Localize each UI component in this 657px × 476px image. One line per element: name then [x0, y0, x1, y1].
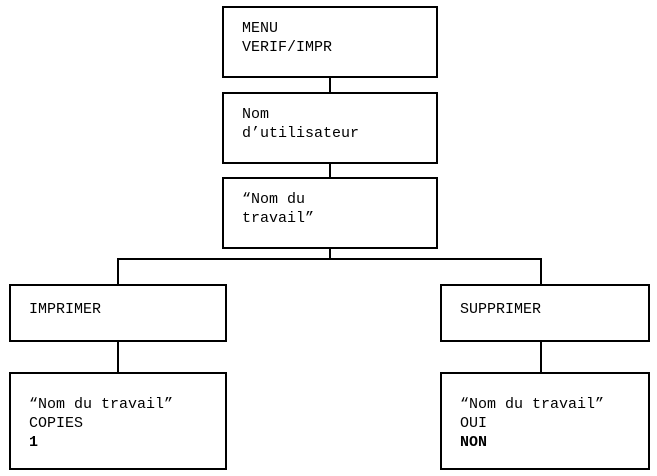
- print-box: IMPRIMER: [9, 284, 227, 342]
- connector-branch-to-print: [117, 258, 119, 284]
- job-name-box: “Nom du travail”: [222, 177, 438, 249]
- print-box-label: IMPRIMER: [29, 301, 102, 318]
- print-detail-box: “Nom du travail” COPIES 1: [9, 372, 227, 470]
- delete-detail-job-name: “Nom du travail”: [460, 396, 605, 413]
- delete-box-label: SUPPRIMER: [460, 301, 542, 318]
- connector-job-to-branch: [329, 249, 331, 259]
- delete-box: SUPPRIMER: [440, 284, 650, 342]
- connector-branch-horizontal: [117, 258, 542, 260]
- user-box-line-1: Nom: [242, 106, 270, 123]
- connector-print-to-detail: [117, 342, 119, 372]
- connector-delete-to-detail: [540, 342, 542, 372]
- menu-box-line-2: VERIF/IMPR: [242, 39, 333, 56]
- user-box-line-2: d’utilisateur: [242, 125, 360, 142]
- connector-menu-to-user: [329, 78, 331, 92]
- delete-detail-box: “Nom du travail” OUI NON: [440, 372, 650, 470]
- connector-branch-to-delete: [540, 258, 542, 284]
- job-box-line-1: “Nom du: [242, 191, 306, 208]
- job-box-line-2: travail”: [242, 210, 315, 227]
- user-name-box: Nom d’utilisateur: [222, 92, 438, 164]
- print-detail-copies-value: 1: [29, 434, 39, 451]
- connector-user-to-job: [329, 164, 331, 177]
- delete-detail-option-yes: OUI: [460, 415, 488, 432]
- menu-box-line-1: MENU: [242, 20, 279, 37]
- menu-verif-impr-box: MENU VERIF/IMPR: [222, 6, 438, 78]
- delete-detail-option-no: NON: [460, 434, 488, 451]
- print-detail-copies-label: COPIES: [29, 415, 84, 432]
- print-detail-job-name: “Nom du travail”: [29, 396, 174, 413]
